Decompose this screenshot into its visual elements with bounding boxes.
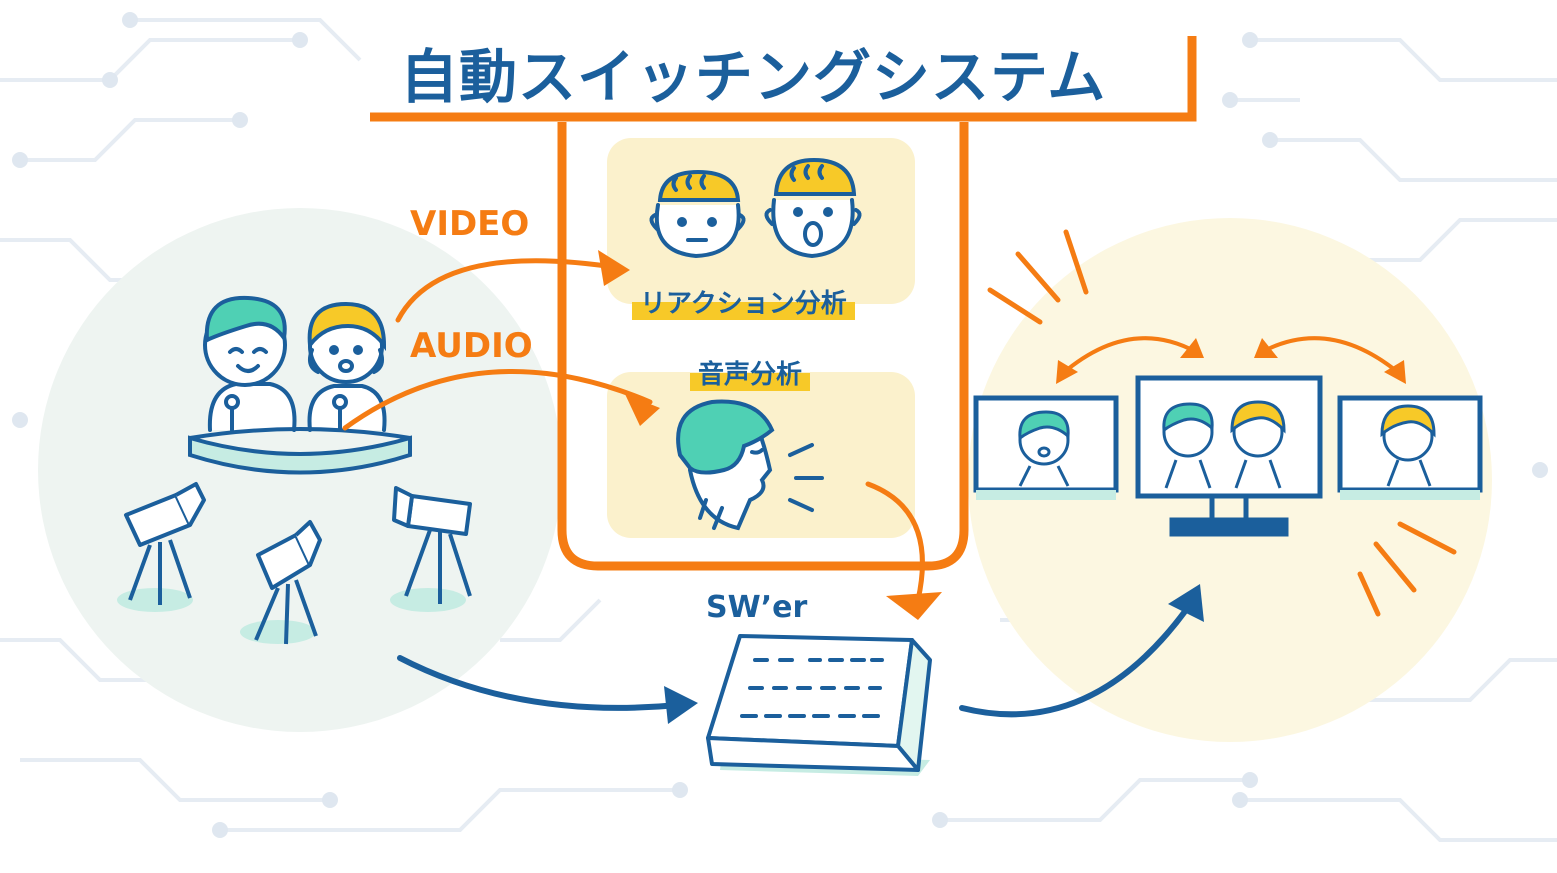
reaction-analysis-label: リアクション分析	[632, 283, 855, 320]
page-title: 自動スイッチングシステム	[400, 43, 1107, 111]
camera-icon	[117, 482, 206, 612]
circuit-background	[0, 18, 1557, 842]
voice-analysis-label: 音声分析	[690, 354, 811, 391]
face-icon	[649, 169, 746, 259]
camera-icon	[240, 520, 322, 645]
signal-arrows	[342, 258, 925, 603]
monitor-face-icon	[1162, 400, 1286, 489]
camera-icon	[390, 486, 472, 612]
flow-arrows	[397, 607, 1189, 718]
surprised-face-icon	[764, 157, 862, 259]
video-signal-label: VIDEO	[410, 204, 530, 244]
audio-signal-label: AUDIO	[410, 326, 533, 366]
switcher-console-icon	[706, 634, 932, 776]
monitor-face-icon	[1018, 410, 1070, 487]
title-frame	[370, 36, 1197, 571]
monitor-face-icon	[1380, 404, 1436, 487]
studio-desk	[188, 427, 412, 475]
studio-hosts-icon	[203, 295, 387, 432]
switcher-buttons	[740, 658, 884, 718]
attention-rays	[987, 229, 1457, 617]
switcher-label: SW’er	[706, 590, 808, 625]
exchange-arrows	[1060, 336, 1402, 376]
speaking-face-icon	[676, 399, 824, 531]
